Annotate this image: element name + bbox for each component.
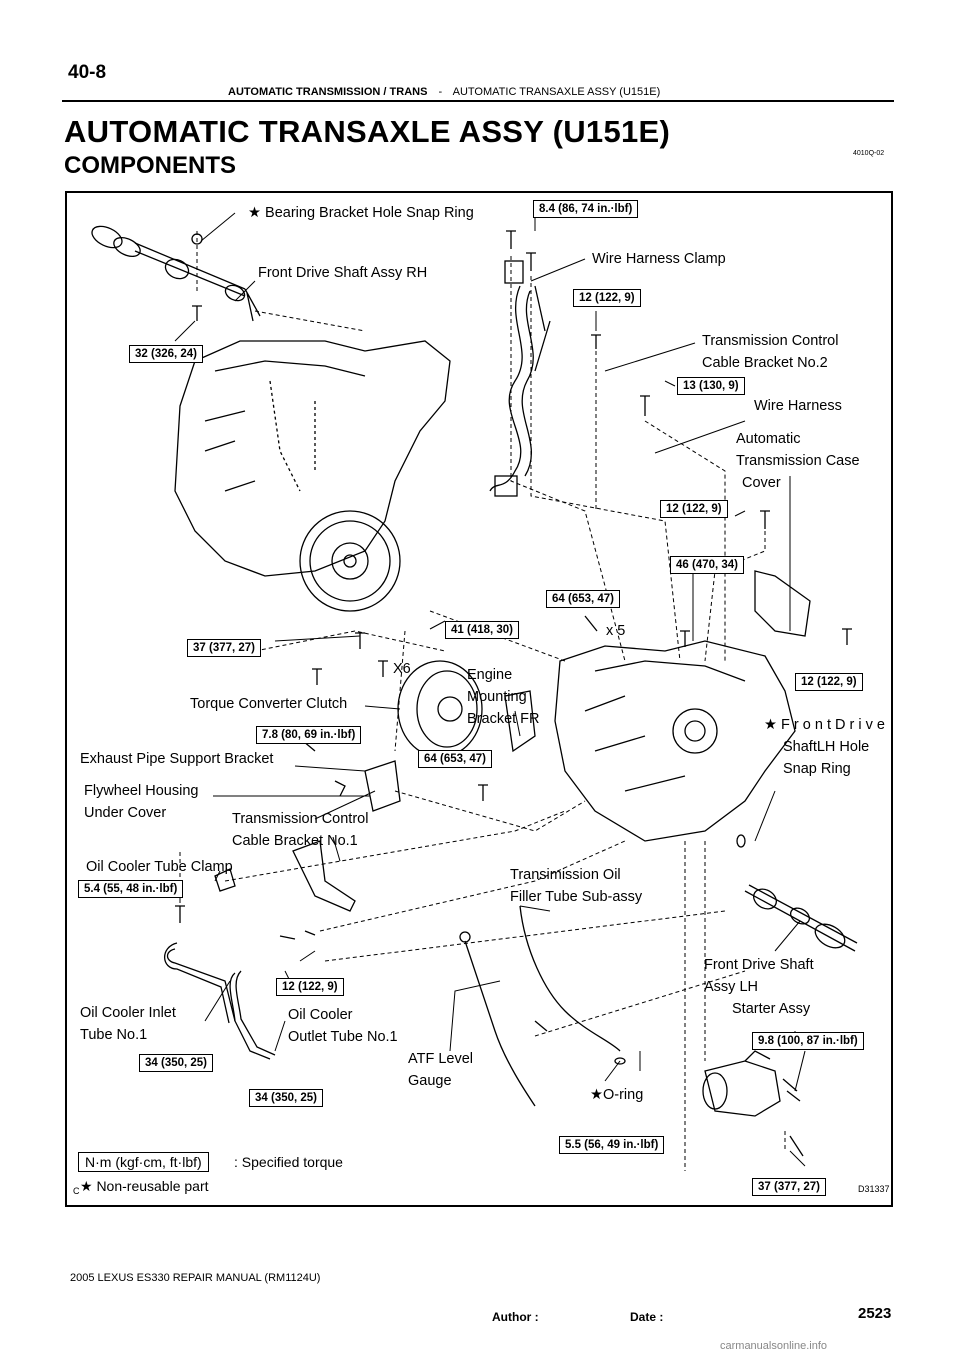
header-section: AUTOMATIC TRANSMISSION / TRANS: [228, 86, 428, 98]
label-engine-mounting-line3: Bracket FR: [467, 711, 540, 727]
page-title: AUTOMATIC TRANSAXLE ASSY (U151E): [64, 114, 671, 149]
label-engine-mounting-line1: Engine: [467, 667, 513, 683]
components-illustration: [91, 211, 858, 1171]
label-flywheel-housing-line1: Flywheel Housing: [84, 783, 199, 799]
label-oil-filler-tube-line1: Transimission Oil: [510, 867, 621, 883]
author-label: Author :: [492, 1310, 539, 1324]
label-atf-gauge-line2: Gauge: [408, 1073, 452, 1089]
header-topic: AUTOMATIC TRANSAXLE ASSY (U151E): [452, 86, 661, 98]
label-x6: X6: [393, 661, 411, 677]
leader-lines: [174, 211, 806, 1167]
label-oil-cooler-outlet-line1: Oil Cooler: [288, 1007, 353, 1023]
guide-lines: [179, 231, 786, 1171]
bolt-drawings: [175, 230, 852, 1157]
front-drive-shaft-lh-drawing: [736, 834, 858, 952]
manual-footer: 2005 LEXUS ES330 REPAIR MANUAL (RM1124U): [70, 1272, 321, 1284]
wire-harness-drawing: [489, 260, 551, 497]
brackets-drawing: [214, 690, 536, 912]
torque-12-b: 12 (122, 9): [660, 500, 728, 518]
label-oil-cooler-inlet-line1: Oil Cooler Inlet: [80, 1005, 176, 1021]
torque-34-a: 34 (350, 25): [139, 1054, 214, 1072]
label-fd-lh-snap-ring-line2: ShaftLH Hole: [783, 739, 870, 755]
torque-5-5: 5.5 (56, 49 in.·lbf): [559, 1136, 665, 1154]
torque-12-c: 12 (122, 9): [795, 673, 863, 691]
front-drive-shaft-rh-drawing: [91, 225, 261, 322]
label-tcb1-line2: Cable Bracket No.1: [232, 833, 358, 849]
figure-corner-mark: C: [73, 1186, 80, 1196]
label-engine-mounting-line2: Mounting: [467, 689, 527, 705]
label-bearing-bracket-snap-ring: ★ Bearing Bracket Hole Snap Ring: [248, 205, 474, 221]
label-wire-harness-clamp: Wire Harness Clamp: [592, 251, 726, 267]
oil-cooler-tubes-drawing: [163, 942, 276, 1060]
label-oil-cooler-tube-clamp: Oil Cooler Tube Clamp: [86, 859, 233, 875]
header-separator: -: [438, 86, 443, 98]
label-o-ring: ★O-ring: [590, 1087, 644, 1103]
torque-9-8: 9.8 (100, 87 in.·lbf): [752, 1032, 864, 1050]
torque-12-a: 12 (122, 9): [573, 289, 641, 307]
figure-frame: [65, 191, 893, 1207]
label-torque-converter-clutch: Torque Converter Clutch: [190, 696, 348, 712]
section-subtitle: COMPONENTS: [64, 152, 237, 179]
torque-46: 46 (470, 34): [670, 556, 745, 574]
starter-drawing: [702, 1050, 781, 1117]
torque-7-8: 7.8 (80, 69 in.·lbf): [256, 726, 362, 744]
page-header: AUTOMATIC TRANSMISSION / TRANS - AUTOMAT…: [228, 86, 660, 98]
doc-code: 4010Q-02: [853, 150, 885, 157]
torque-5-4: 5.4 (55, 48 in.·lbf): [78, 880, 184, 898]
label-oil-cooler-inlet-line2: Tube No.1: [80, 1027, 148, 1043]
torque-64-a: 64 (653, 47): [546, 590, 621, 608]
torque-64-b: 64 (653, 47): [418, 750, 493, 768]
figure-id: D31337: [858, 1184, 890, 1194]
label-oil-filler-tube-line2: Filler Tube Sub-assy: [510, 889, 643, 905]
torque-37-a: 37 (377, 27): [187, 639, 262, 657]
torque-12-d: 12 (122, 9): [276, 978, 344, 996]
watermark: carmanualsonline.info: [720, 1340, 828, 1352]
label-fd-lh-snap-ring-line1: ★ F r o n t D r i v e: [764, 717, 885, 733]
label-oil-cooler-outlet-line2: Outlet Tube No.1: [288, 1029, 398, 1045]
label-tcb1-line1: Transmission Control: [232, 811, 369, 827]
torque-37-b: 37 (377, 27): [752, 1178, 827, 1196]
torque-13: 13 (130, 9): [677, 377, 745, 395]
label-at-case-cover-line3: Cover: [742, 475, 781, 491]
label-transmission-control-cable-bracket-2-line1: Transmission Control: [702, 333, 839, 349]
transaxle-drawing: [554, 570, 811, 842]
engine-drawing: [174, 340, 451, 612]
label-atf-gauge-line1: ATF Level: [408, 1051, 474, 1067]
page-count: 2523: [858, 1305, 892, 1322]
header-rule: [62, 100, 894, 102]
label-at-case-cover-line2: Transmission Case: [736, 453, 860, 469]
legend-specified-torque: : Specified torque: [234, 1154, 343, 1170]
label-starter-assy: Starter Assy: [732, 1001, 811, 1017]
label-flywheel-housing-line2: Under Cover: [84, 805, 167, 821]
label-at-case-cover-line1: Automatic: [736, 431, 801, 447]
torque-32: 32 (326, 24): [129, 345, 204, 363]
label-x5: x 5: [606, 623, 626, 639]
legend-non-reusable: ★ Non-reusable part: [80, 1178, 209, 1194]
label-front-drive-shaft-rh: Front Drive Shaft Assy RH: [258, 265, 428, 281]
label-transmission-control-cable-bracket-2-line2: Cable Bracket No.2: [702, 355, 828, 371]
page-number: 40-8: [68, 62, 107, 83]
torque-41: 41 (418, 30): [445, 621, 520, 639]
label-front-drive-shaft-lh-line1: Front Drive Shaft: [704, 957, 814, 973]
date-label: Date :: [630, 1310, 664, 1324]
label-front-drive-shaft-lh-line2: Assy LH: [704, 979, 758, 995]
label-exhaust-pipe-support-bracket: Exhaust Pipe Support Bracket: [80, 751, 274, 767]
label-fd-lh-snap-ring-line3: Snap Ring: [783, 761, 851, 777]
legend-unit-box: N·m (kgf·cm, ft·lbf): [78, 1152, 209, 1172]
label-wire-harness: Wire Harness: [754, 398, 842, 414]
atf-gauge-drawing: [459, 905, 626, 1107]
torque-34-b: 34 (350, 25): [249, 1089, 324, 1107]
torque-8-4: 8.4 (86, 74 in.·lbf): [533, 200, 639, 218]
